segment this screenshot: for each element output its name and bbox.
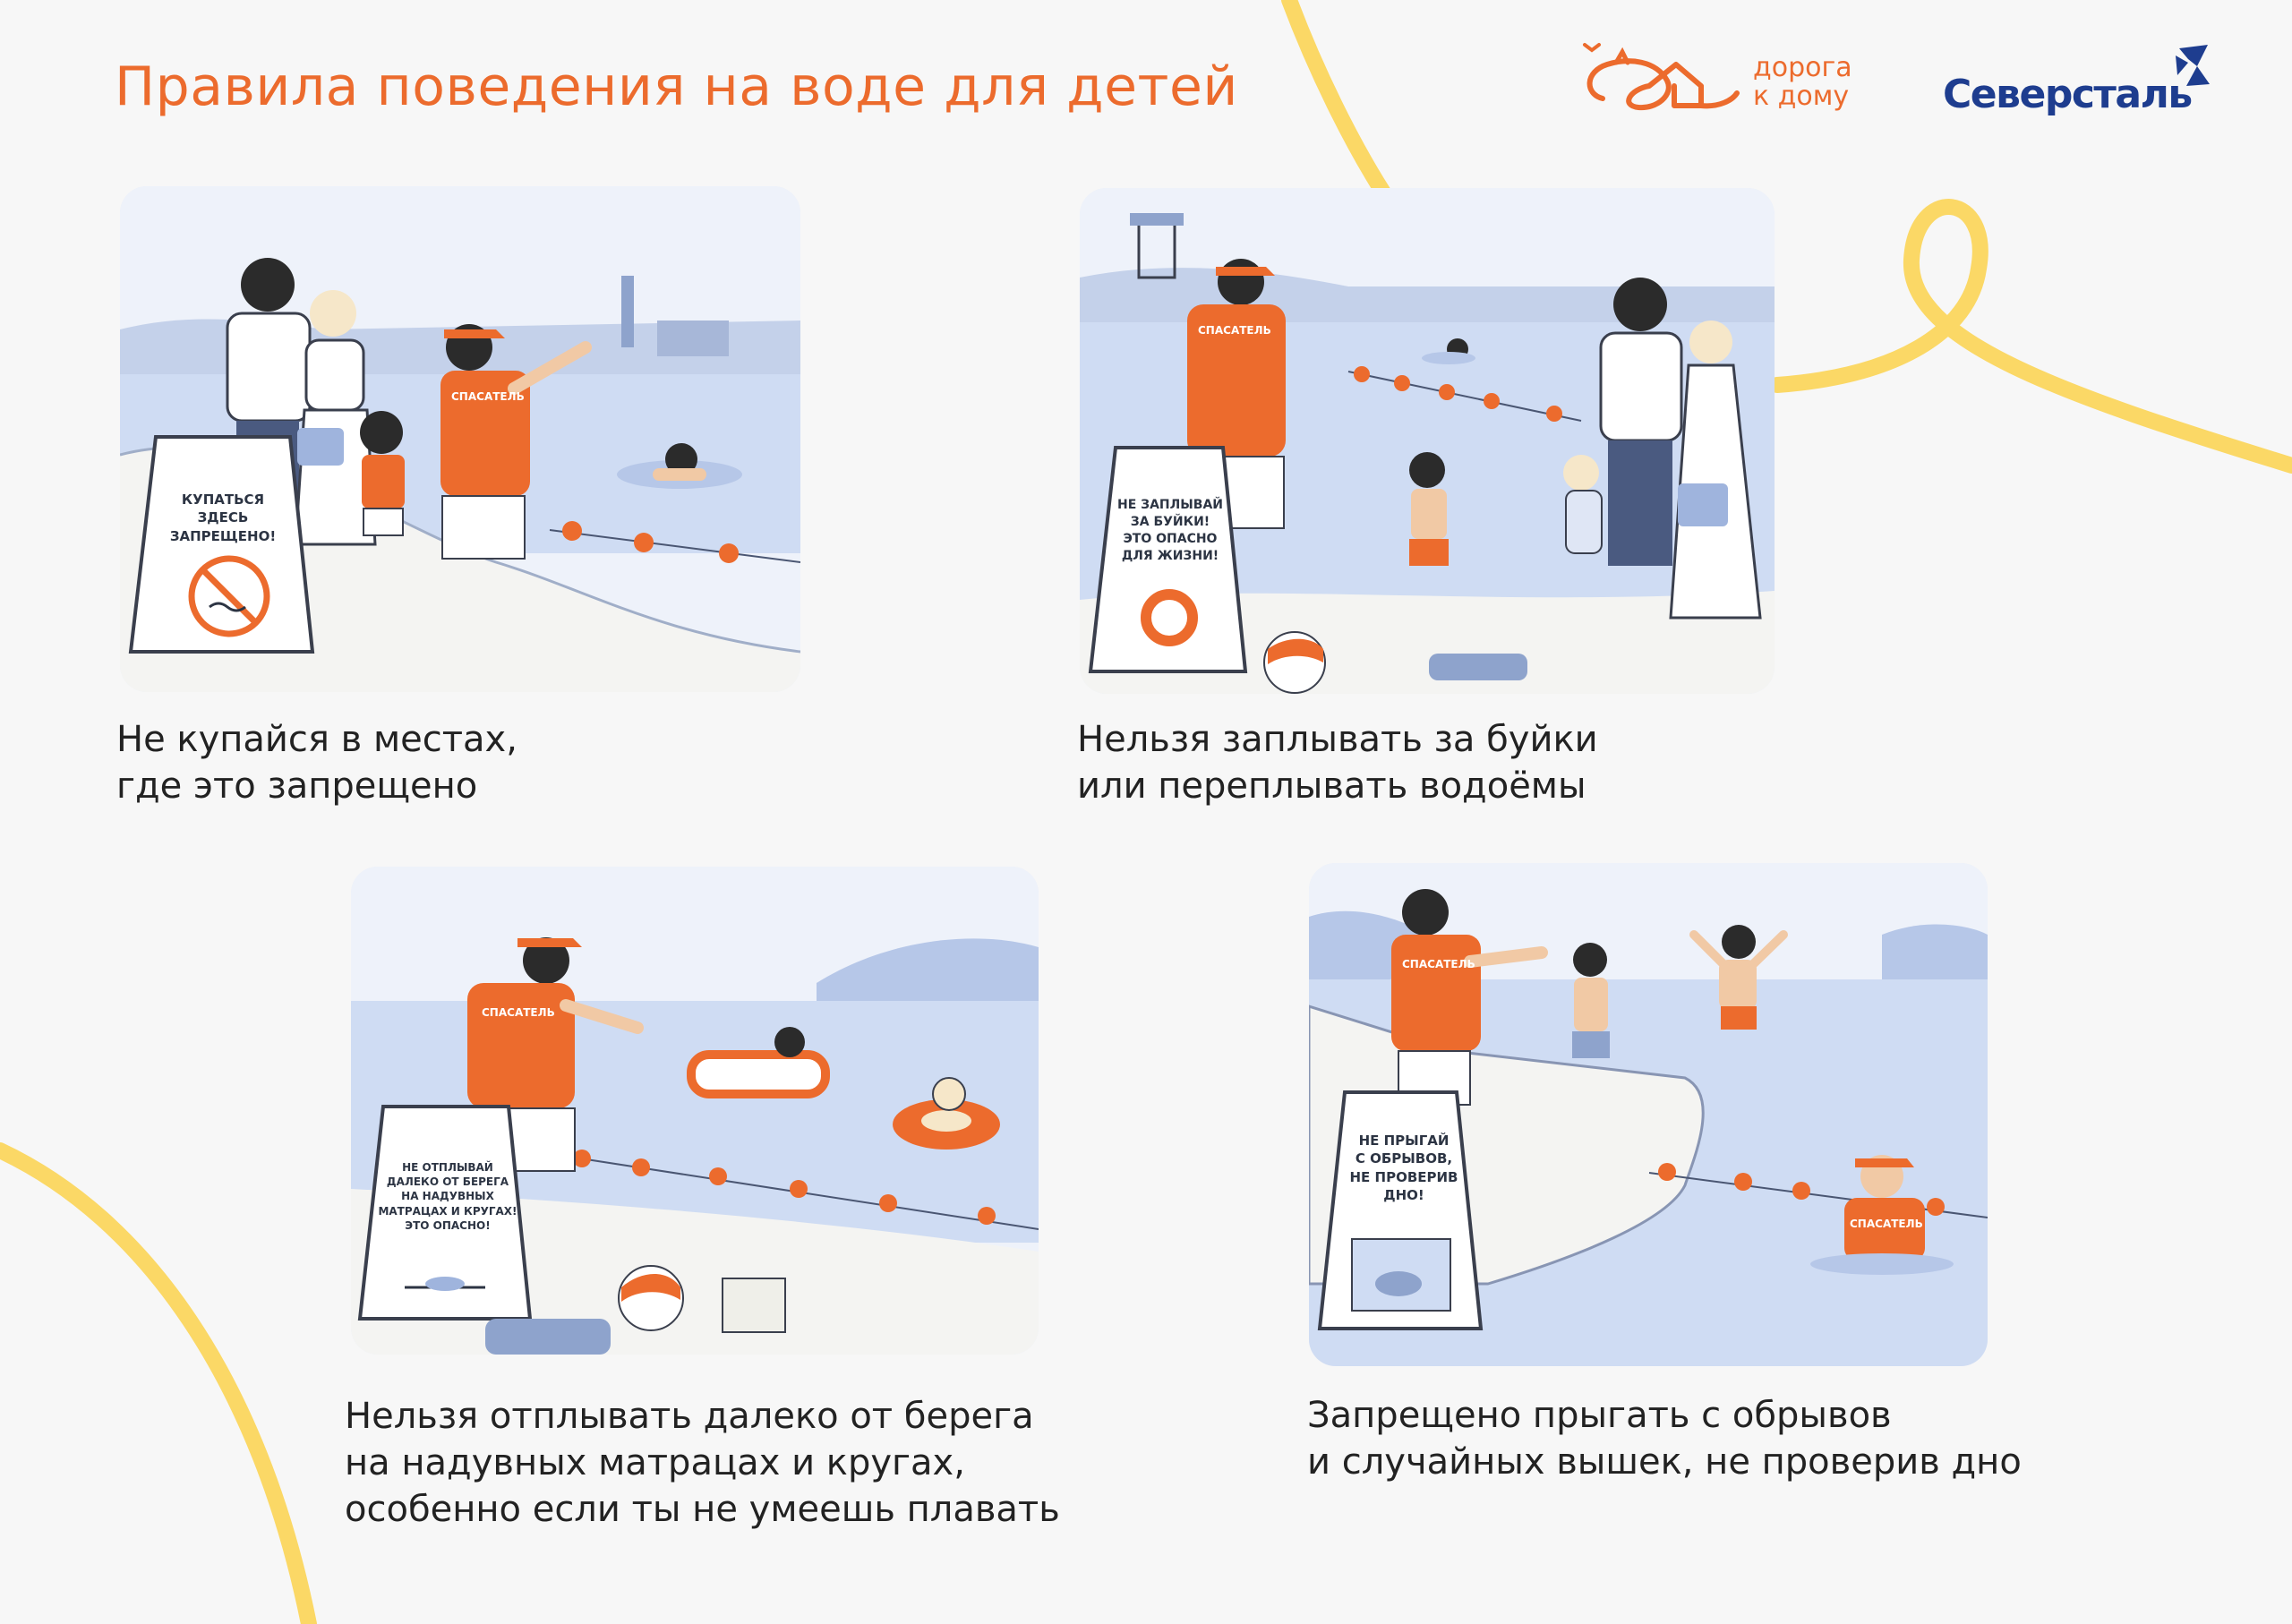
caption-line: Запрещено прыгать с обрывов bbox=[1307, 1395, 1892, 1436]
caption-line: Не купайся в местах, bbox=[116, 719, 517, 760]
severstal-emblem-icon bbox=[2176, 45, 2210, 86]
caption-line: особенно если ты не умеешь плавать bbox=[345, 1489, 1060, 1530]
logo-line-1: дорога bbox=[1753, 52, 1852, 83]
lifeguard-shirt-label: СПАСАТЕЛЬ bbox=[482, 1006, 555, 1019]
sign-text-cliff: НЕ ПРЫГАЙ С ОБРЫВОВ, НЕ ПРОВЕРИВ ДНО! bbox=[1341, 1132, 1467, 1204]
sign-line: МАТРАЦАХ И КРУГАХ! bbox=[378, 1204, 517, 1218]
sign-text-no-swimming: КУПАТЬСЯ ЗДЕСЬ ЗАПРЕЩЕНО! bbox=[156, 491, 290, 545]
doroga-k-domu-logo: дорога к дому bbox=[1567, 27, 1871, 134]
caption-line: и случайных вышек, не проверив дно bbox=[1307, 1441, 2022, 1483]
caption-buoys: Нельзя заплывать за буйки или переплыват… bbox=[1077, 716, 1598, 809]
lifeguard-shirt-label: СПАСАТЕЛЬ bbox=[1198, 324, 1271, 337]
sign-line: ЗДЕСЬ bbox=[197, 509, 249, 526]
sign-line: НЕ ОТПЛЫВАЙ bbox=[402, 1161, 493, 1174]
sign-line: НЕ ПРЫГАЙ bbox=[1358, 1133, 1450, 1149]
severstal-logo: Северсталь bbox=[1937, 39, 2224, 129]
caption-line: Нельзя заплывать за буйки bbox=[1077, 719, 1598, 760]
sign-line: ЗАПРЕЩЕНО! bbox=[169, 527, 277, 544]
sign-line: НЕ ПРОВЕРИВ bbox=[1349, 1168, 1458, 1185]
illustration-no-swimming-zone: КУПАТЬСЯ ЗДЕСЬ ЗАПРЕЩЕНО! СПАСАТЕЛЬ bbox=[120, 186, 800, 692]
sign-line: ЗА БУЙКИ! bbox=[1130, 514, 1210, 529]
illustration-inflatables: НЕ ОТПЛЫВАЙ ДАЛЕКО ОТ БЕРЕГА НА НАДУВНЫХ… bbox=[351, 867, 1039, 1355]
lifeguard-shirt-label: СПАСАТЕЛЬ bbox=[451, 390, 525, 403]
illustration-no-cliff-jumping: НЕ ПРЫГАЙ С ОБРЫВОВ, НЕ ПРОВЕРИВ ДНО! СП… bbox=[1309, 863, 1988, 1366]
caption-line: Нельзя отплывать далеко от берега bbox=[345, 1396, 1034, 1437]
severstal-wordmark: Северсталь bbox=[1943, 72, 2193, 117]
sign-line: ДЛЯ ЖИЗНИ! bbox=[1121, 548, 1219, 563]
caption-line: где это запрещено bbox=[116, 765, 478, 807]
sign-line: ДНО! bbox=[1383, 1186, 1424, 1203]
caption-line: или переплывать водоёмы bbox=[1077, 765, 1586, 807]
sign-text-inflatables: НЕ ОТПЛЫВАЙ ДАЛЕКО ОТ БЕРЕГА НА НАДУВНЫХ… bbox=[378, 1160, 517, 1233]
sign-line: ЭТО ОПАСНО bbox=[1123, 531, 1218, 546]
caption-cliff-jumping: Запрещено прыгать с обрывов и случайных … bbox=[1307, 1392, 2022, 1485]
sign-line: ДАЛЕКО ОТ БЕРЕГА bbox=[386, 1175, 509, 1189]
page-title: Правила поведения на воде для детей bbox=[115, 56, 1238, 118]
sign-line: НЕ ЗАПЛЫВАЙ bbox=[1116, 498, 1223, 512]
caption-inflatables: Нельзя отплывать далеко от берега на над… bbox=[345, 1393, 1060, 1533]
caption-no-swimming: Не купайся в местах, где это запрещено bbox=[116, 716, 517, 809]
sign-line: КУПАТЬСЯ bbox=[181, 491, 265, 508]
caption-line: на надувных матрацах и кругах, bbox=[345, 1442, 965, 1483]
logo-line-2: к дому bbox=[1753, 81, 1850, 112]
illustration-stay-inside-buoys: НЕ ЗАПЛЫВАЙ ЗА БУЙКИ! ЭТО ОПАСНО ДЛЯ ЖИЗ… bbox=[1080, 188, 1775, 694]
sign-text-buoys: НЕ ЗАПЛЫВАЙ ЗА БУЙКИ! ЭТО ОПАСНО ДЛЯ ЖИЗ… bbox=[1112, 497, 1228, 565]
house-road-icon bbox=[1583, 43, 1740, 111]
sign-line: НА НАДУВНЫХ bbox=[401, 1190, 494, 1203]
lifeguard-shirt-label: СПАСАТЕЛЬ bbox=[1850, 1218, 1923, 1230]
sign-line: С ОБРЫВОВ, bbox=[1355, 1150, 1453, 1167]
lifeguard-shirt-label: СПАСАТЕЛЬ bbox=[1402, 958, 1475, 970]
sign-line: ЭТО ОПАСНО! bbox=[405, 1218, 491, 1232]
